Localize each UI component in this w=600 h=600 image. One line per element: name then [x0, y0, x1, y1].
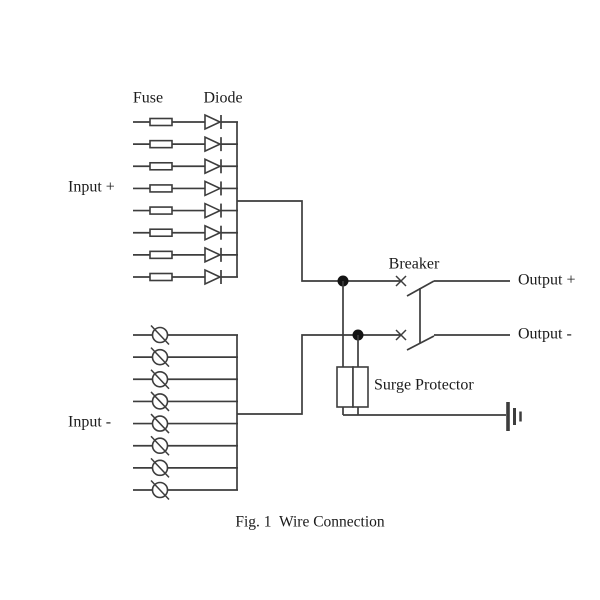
- fuse-icon: [149, 161, 173, 171]
- breaker-contact-x-icon: [395, 275, 407, 287]
- slash-circle-row-branch: [133, 391, 238, 412]
- diode-icon: [204, 268, 222, 286]
- slash-circle-slash: [150, 347, 170, 368]
- slash-circle-slash: [150, 391, 170, 412]
- fuse-label: Fuse: [133, 90, 163, 107]
- fuse-diode-row-branch: [133, 158, 238, 175]
- surge-protector-label: Surge Protector: [374, 377, 474, 394]
- fuse-diode-row-branch: [133, 180, 238, 197]
- slash-circle-slash: [150, 413, 170, 434]
- fuse-diode-row-branch: [133, 268, 238, 286]
- output-minus-label: Output -: [518, 326, 572, 343]
- slash-circle-slash: [150, 435, 170, 456]
- fuse-icon: [149, 250, 173, 260]
- input-minus-block: [133, 324, 238, 501]
- negative-feed-wire: [237, 334, 402, 415]
- slash-circle-row-branch: [133, 413, 238, 434]
- diode-icon: [204, 180, 222, 197]
- diode-icon: [204, 246, 222, 264]
- fuse-icon: [149, 272, 173, 282]
- fuse-diode-row-branch: [133, 113, 238, 131]
- diode-label: Diode: [203, 90, 242, 107]
- positive-feed-wire: [237, 200, 402, 282]
- slash-circle-slash: [150, 324, 170, 346]
- slash-circle-row-branch: [133, 324, 238, 346]
- fuse-diode-row-branch: [133, 202, 238, 219]
- fuse-diode-row-branch: [133, 135, 238, 153]
- diode-icon: [204, 113, 222, 131]
- fuse-icon: [149, 139, 173, 149]
- fuse-diode-row-branch: [133, 224, 238, 241]
- breaker-contact-x-icon: [395, 329, 407, 341]
- input-plus-label: Input +: [68, 179, 115, 196]
- fuse-icon: [149, 117, 173, 127]
- fuse-icon: [149, 184, 173, 193]
- diode-icon: [204, 135, 222, 153]
- slash-circle-slash: [150, 369, 170, 390]
- input-plus-block: [133, 113, 238, 286]
- fuse-diode-row-branch: [133, 246, 238, 264]
- slash-circle-slash: [150, 457, 170, 478]
- slash-circle-row-branch: [133, 347, 238, 368]
- surge-protector-cell: [336, 366, 354, 408]
- ground-icon: [506, 402, 522, 431]
- breaker-switch: [395, 275, 435, 351]
- breaker-label: Breaker: [389, 256, 440, 273]
- fuse-icon: [149, 228, 173, 238]
- diode-icon: [204, 224, 222, 241]
- diode-icon: [204, 158, 222, 175]
- slash-circle-row-branch: [133, 435, 238, 456]
- slash-circle-row-branch: [133, 457, 238, 478]
- slash-circle-row-branch: [133, 369, 238, 390]
- output-plus-label: Output +: [518, 272, 575, 289]
- surge-protector-cell: [352, 366, 369, 408]
- input-minus-label: Input -: [68, 414, 111, 431]
- slash-circle-slash: [150, 479, 170, 501]
- slash-circle-row-branch: [133, 479, 238, 501]
- surge-protector: [336, 281, 369, 415]
- figure-caption: Fig. 1 Wire Connection: [235, 514, 385, 531]
- diode-icon: [204, 202, 222, 219]
- fuse-icon: [149, 206, 173, 215]
